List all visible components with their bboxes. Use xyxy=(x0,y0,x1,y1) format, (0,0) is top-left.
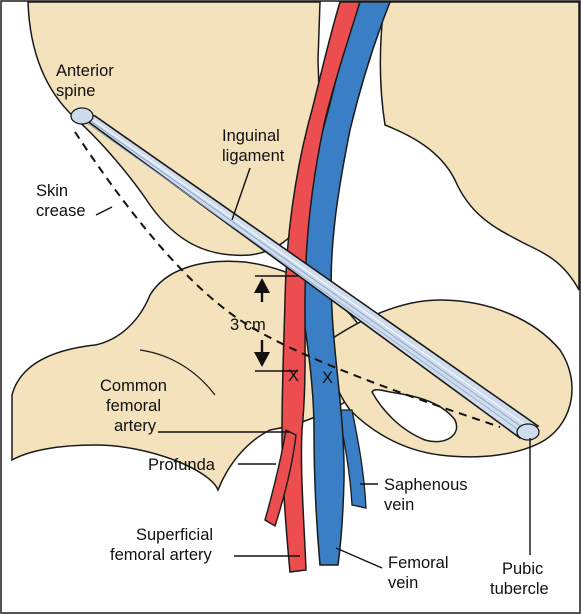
marker-x-artery: X xyxy=(288,367,299,385)
marker-x-vein: X xyxy=(322,369,333,387)
label-measurement: 3 cm xyxy=(230,316,266,334)
pubic-tubercle-attachment xyxy=(517,424,539,440)
label-profunda: Profunda xyxy=(148,456,216,474)
anterior-spine-attachment xyxy=(71,108,93,124)
